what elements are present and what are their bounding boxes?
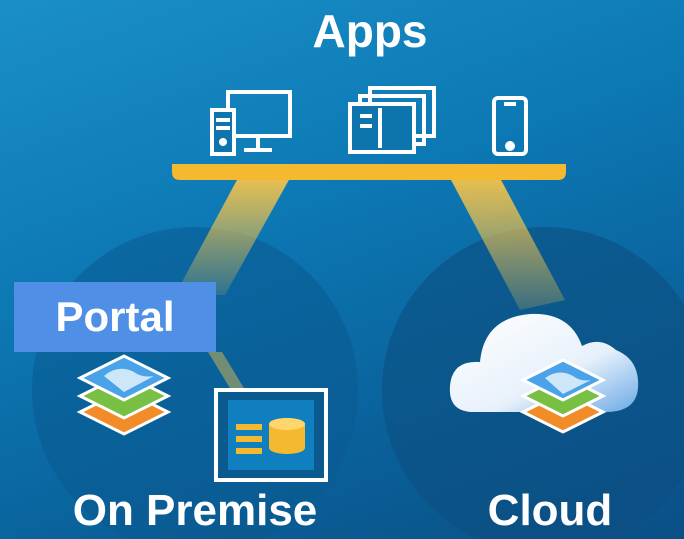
phone-icon bbox=[492, 96, 528, 156]
desktop-icon bbox=[210, 90, 292, 156]
connector-portal-server bbox=[208, 352, 250, 398]
apps-title: Apps bbox=[312, 5, 428, 57]
connector-right bbox=[450, 178, 565, 310]
apps-bar bbox=[172, 164, 566, 180]
connector-left bbox=[175, 178, 290, 295]
layers-map-icon bbox=[76, 354, 172, 436]
layers-map-icon bbox=[519, 358, 607, 434]
server-database-icon bbox=[214, 388, 328, 482]
tablet-icon bbox=[348, 86, 436, 154]
portal-label: Portal bbox=[14, 282, 216, 352]
on-premise-label: On Premise bbox=[72, 486, 318, 535]
cloud-label: Cloud bbox=[487, 486, 613, 535]
